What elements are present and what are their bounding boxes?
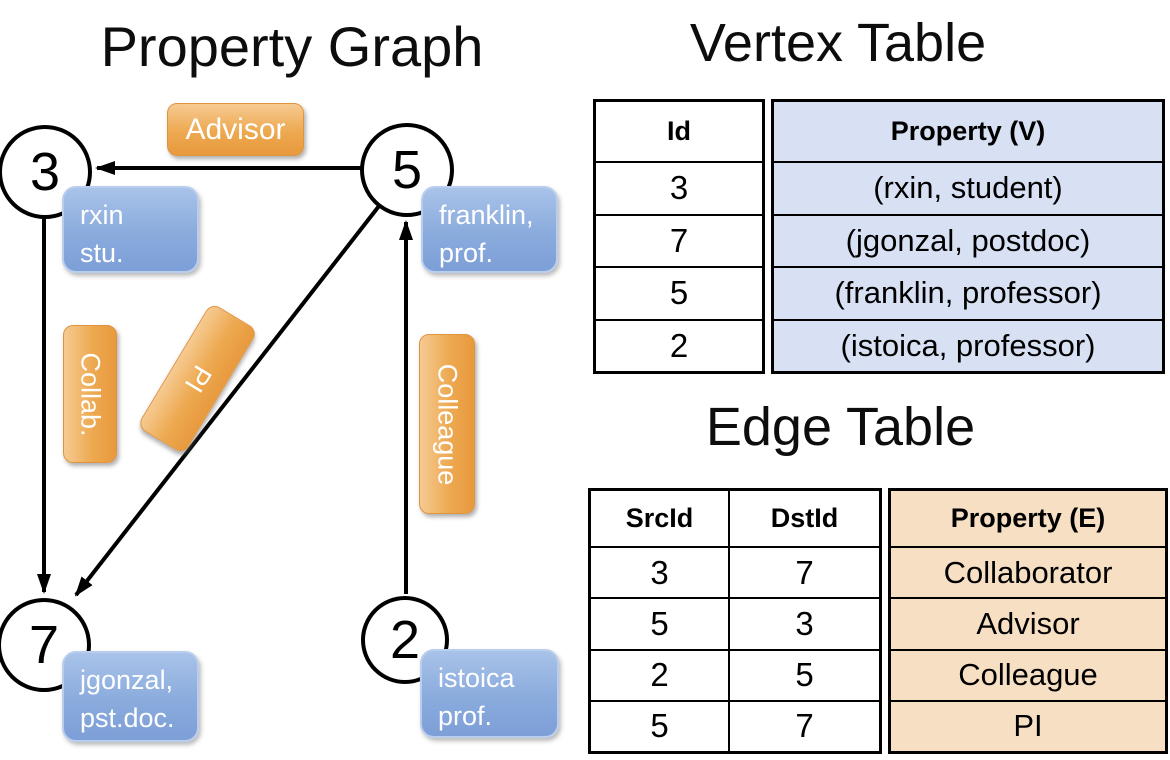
vertex-property-line: prof.: [439, 237, 494, 268]
vertex-table-cell-id: 7: [596, 213, 762, 267]
vertex-id-label: 5: [391, 140, 423, 200]
vertex-property-line: franklin,: [439, 200, 534, 230]
vertex-property-box-jgonzal: jgonzal, pst.doc.: [62, 651, 199, 742]
edge-table-cell-src: 2: [591, 648, 728, 700]
edge-table-cell-dst: 7: [728, 699, 879, 751]
edge-table-title: Edge Table: [705, 397, 976, 457]
vertex-table-title: Vertex Table: [689, 13, 987, 73]
vertex-table-property-column: Property (V) (rxin, student) (jgonzal, p…: [771, 99, 1165, 374]
vertex-table-cell-property: (istoica, professor): [774, 318, 1162, 372]
vertex-property-line: pst.doc.: [80, 702, 175, 733]
edge-label-text: Advisor: [185, 112, 286, 146]
edge-label-colleague: Colleague: [419, 334, 475, 514]
edge-table-cell-src: 5: [591, 699, 728, 751]
edge-label-text: PI: [178, 360, 218, 398]
vertex-property-box-istoica: istoica prof.: [420, 649, 559, 738]
edge-label-advisor: Advisor: [167, 103, 304, 156]
edge-label-text: Colleague: [432, 363, 463, 485]
edge-table-cell-src: 3: [591, 546, 728, 597]
vertex-property-box-franklin: franklin, prof.: [421, 186, 558, 273]
edge-table-cell-src: 5: [591, 597, 728, 648]
edge-table-src-dst-columns: SrcId DstId 3 7 5 3 2 5 5 7: [588, 488, 882, 754]
edge-table-header-dstid: DstId: [728, 491, 879, 546]
edge-table-cell-property: Advisor: [891, 597, 1165, 648]
edge-table-header-property: Property (E): [950, 503, 1106, 533]
vertex-table-id-column: Id 3 7 5 2: [593, 99, 765, 374]
edge-table-cell-dst: 5: [728, 648, 879, 700]
vertex-table-cell-property: (franklin, professor): [774, 266, 1162, 319]
edge-table-cell-dst: 3: [728, 597, 879, 649]
vertex-property-line: rxin: [80, 200, 124, 230]
vertex-table-header-id: Id: [667, 116, 691, 146]
edge-table-cell-property: Colleague: [891, 648, 1165, 700]
edge-label-collab: Collab.: [63, 325, 117, 463]
vertex-property-line: istoica: [438, 663, 515, 693]
vertex-id-label: 3: [29, 142, 61, 202]
vertex-property-line: jgonzal,: [80, 665, 174, 695]
vertex-table-cell-id: 5: [596, 266, 762, 319]
edge-table-cell-property: PI: [891, 699, 1165, 751]
edge-table-header-srcid: SrcId: [625, 503, 694, 533]
vertex-property-box-rxin: rxin stu.: [62, 186, 199, 273]
edge-label-pi: PI: [136, 302, 259, 455]
edge-table-cell-dst: 7: [728, 546, 879, 598]
vertex-table-cell-property: (rxin, student): [774, 161, 1162, 214]
edge-label-text: Collab.: [75, 351, 106, 437]
vertex-property-line: stu.: [80, 237, 124, 268]
vertex-table-header-property: Property (V): [890, 116, 1046, 146]
vertex-circle-3: 3: [0, 125, 92, 219]
vertex-id-label: 7: [28, 615, 60, 675]
vertex-table-cell-id: 2: [596, 318, 762, 372]
vertex-circle-5: 5: [360, 123, 454, 217]
vertex-table-cell-property: (jgonzal, postdoc): [774, 213, 1162, 267]
edge-table-property-column: Property (E) Collaborator Advisor Collea…: [888, 488, 1168, 754]
vertex-id-label: 2: [389, 610, 421, 670]
vertex-property-line: prof.: [438, 700, 493, 731]
vertex-table-cell-id: 3: [596, 161, 762, 214]
edge-table-cell-property: Collaborator: [891, 546, 1165, 597]
property-graph-title: Property Graph: [100, 15, 484, 78]
